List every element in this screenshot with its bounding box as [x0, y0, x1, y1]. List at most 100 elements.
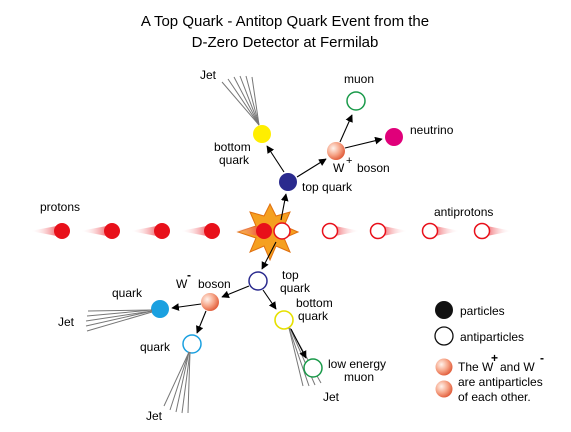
jet-line — [187, 351, 191, 414]
w-minus-label-sup: - — [187, 268, 191, 282]
w-plus-boson — [327, 142, 345, 160]
anti-bottom-label-2: quark — [298, 309, 329, 323]
arrow-to-bottom-quark — [266, 145, 285, 173]
arrow-to-quark-bottom — [196, 310, 207, 334]
jet-line — [181, 351, 191, 414]
jet-line — [86, 311, 153, 332]
bottom-antiquark — [274, 310, 294, 330]
w-plus-label-sup: + — [346, 155, 352, 167]
proton-trail — [180, 225, 212, 237]
arrow-to-antitop — [261, 241, 277, 270]
legend-w-minus-swatch — [435, 380, 453, 398]
jet-line — [288, 327, 310, 387]
jet-line — [169, 351, 190, 411]
proton-colliding — [256, 223, 272, 239]
jet-line — [288, 327, 304, 387]
jet-line — [85, 310, 153, 327]
w-minus-label-w: W — [176, 277, 188, 291]
antiprotons-label: antiprotons — [434, 205, 493, 219]
legend-w-note-minus: - — [540, 351, 544, 365]
jet-line — [233, 76, 260, 126]
jet-line — [87, 309, 153, 312]
proton-trail — [80, 225, 112, 237]
muon — [346, 91, 366, 111]
proton-trail — [130, 225, 162, 237]
quark-left-label: quark — [112, 286, 143, 300]
low-energy-muon-label-2: muon — [344, 370, 374, 384]
top-antiquark — [248, 271, 268, 291]
arrow-to-w-minus — [221, 285, 250, 298]
antitop-label-1: top — [282, 268, 299, 282]
arrow-to-muon — [339, 114, 353, 143]
jet-line — [85, 310, 153, 322]
arrow-to-anti-bottom — [262, 289, 277, 310]
jet-left — [85, 309, 153, 332]
protons-label: protons — [40, 200, 80, 214]
proton-trail — [30, 225, 62, 237]
jet-line — [227, 78, 260, 126]
legend-w-note-line3: of each other. — [458, 390, 531, 404]
legend-w-note-pre: The W — [458, 360, 494, 374]
legend-w-note-mid: and W — [500, 360, 535, 374]
arrow-to-top-quark — [280, 193, 289, 221]
jet-line — [163, 351, 190, 407]
neutrino-label: neutrino — [410, 123, 454, 137]
jet-line — [86, 309, 153, 317]
antiproton — [421, 222, 439, 240]
jet-line — [221, 81, 260, 126]
legend-w-note-line2: are antiparticles — [458, 375, 543, 389]
antiproton — [369, 222, 387, 240]
legend-particles-label: particles — [460, 304, 505, 318]
title-line-2: D-Zero Detector at Fermilab — [192, 34, 379, 51]
light-antiquark-bottom — [182, 334, 202, 354]
jet-top — [221, 75, 260, 126]
w-minus-label-boson: boson — [198, 277, 231, 291]
proton — [104, 223, 120, 239]
jet-top-label: Jet — [200, 68, 217, 82]
top-quark — [279, 173, 297, 191]
jet-bottom — [163, 351, 191, 414]
proton — [54, 223, 70, 239]
antiproton-beam — [321, 222, 512, 240]
jet-line — [251, 76, 260, 126]
title-line-1: A Top Quark - Antitop Quark Event from t… — [141, 13, 429, 30]
low-energy-muon — [303, 358, 323, 378]
light-quark-left — [151, 300, 169, 318]
arrow-to-low-energy-muon — [290, 328, 307, 359]
jet-line — [175, 351, 190, 413]
antiproton — [321, 222, 339, 240]
legend-w-plus-swatch — [435, 358, 453, 376]
arrow-to-w-plus — [296, 158, 327, 178]
antiproton — [473, 222, 491, 240]
muon-label: muon — [344, 72, 374, 86]
neutrino — [385, 128, 403, 146]
legend: particles antiparticles The W + and W - … — [434, 301, 544, 404]
legend-antiparticle-swatch — [434, 326, 454, 346]
proton — [204, 223, 220, 239]
jet-line — [239, 75, 260, 126]
top-quark-label: top quark — [302, 180, 353, 194]
bottom-quark — [253, 125, 271, 143]
proton-trail — [232, 225, 264, 237]
jet-left-label: Jet — [58, 315, 75, 329]
antiproton-colliding — [273, 222, 291, 240]
proton — [154, 223, 170, 239]
bottom-quark-label-1: bottom — [214, 140, 251, 154]
anti-bottom-label-1: bottom — [296, 296, 333, 310]
w-minus-boson — [201, 293, 219, 311]
bottom-quark-label-2: quark — [219, 153, 250, 167]
w-plus-label-w: W — [333, 161, 345, 175]
jet-line — [245, 75, 260, 126]
quark-bottom-label: quark — [140, 340, 171, 354]
arrow-to-quark-left — [171, 303, 202, 311]
arrow-to-neutrino — [344, 136, 383, 149]
w-plus-label-boson: boson — [357, 161, 390, 175]
legend-w-note-plus: + — [491, 351, 498, 365]
jet-bottom-right-label: Jet — [323, 390, 340, 404]
proton-beam — [30, 223, 220, 239]
low-energy-muon-label-1: low energy — [328, 357, 386, 371]
legend-particle-swatch — [435, 301, 453, 319]
jet-bottom-label: Jet — [146, 409, 163, 423]
